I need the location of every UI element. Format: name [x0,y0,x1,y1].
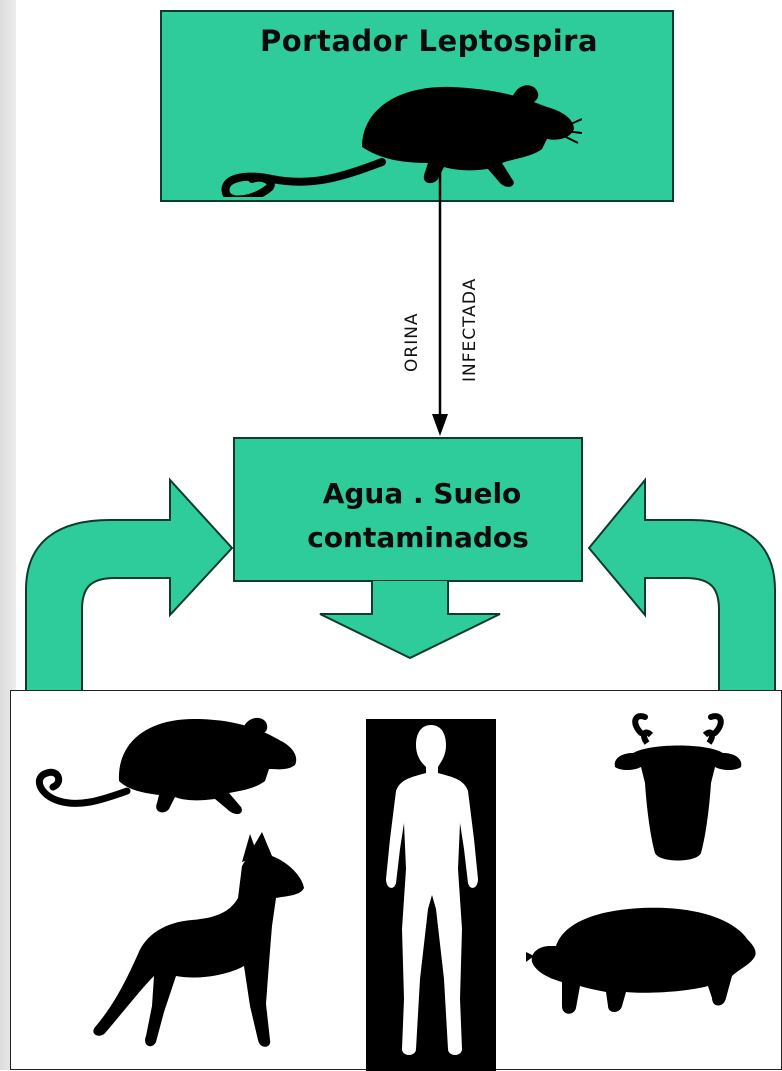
carrier-box: Portador Leptospira [160,10,674,202]
hosts-panel [10,690,782,1071]
label-orina: ORINA [402,312,422,372]
right-curved-arrow [587,477,776,692]
urine-arrow [432,170,448,436]
cow-head-icon [614,713,742,861]
down-arrow [319,580,501,660]
pig-icon [526,907,756,1014]
contaminated-line-1: Agua . Suelo [322,477,522,510]
rat-icon [35,717,297,815]
contaminated-box: Agua . Suelo contaminados [233,437,583,582]
dog-icon [93,832,305,1047]
contaminated-line-2: contaminados [307,521,529,554]
rat-icon [221,85,582,197]
carrier-title: Portador Leptospira [260,24,599,58]
human-icon [366,719,496,1071]
left-curved-arrow [25,477,234,692]
label-infectada: INFECTADA [460,277,480,382]
